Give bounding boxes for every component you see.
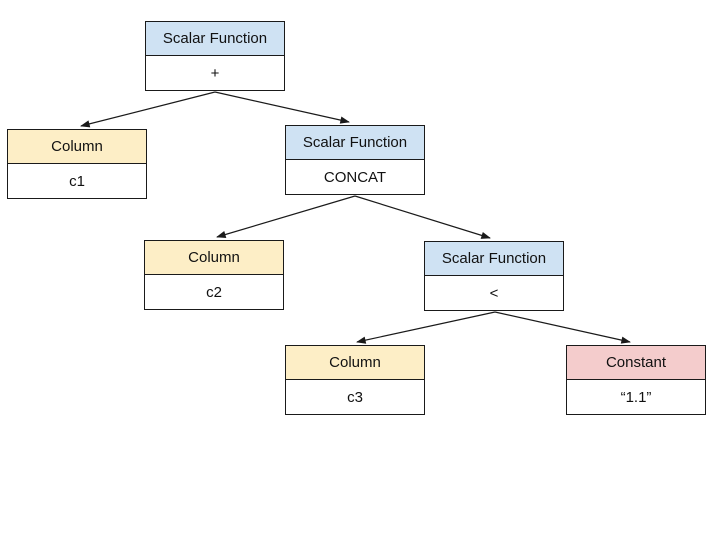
node-value: c1 [8,164,146,198]
node-type-label: Scalar Function [286,126,424,160]
node-value: “1.1” [567,380,705,414]
node-type-label: Column [145,241,283,275]
node-type-label: Scalar Function [425,242,563,276]
edge-plus-to-concat [214,91,350,124]
node-column-c3: Column c3 [285,345,425,415]
node-scalar-function-concat: Scalar Function CONCAT [285,125,425,195]
node-value: CONCAT [286,160,424,194]
node-scalar-function-plus: Scalar Function + [145,21,285,91]
node-value: < [425,276,563,310]
node-type-label: Constant [567,346,705,380]
node-value: c3 [286,380,424,414]
node-column-c2: Column c2 [144,240,284,310]
edge-concat-to-lessthan [354,195,491,239]
edge-lessthan-to-c3 [356,311,496,344]
node-column-c1: Column c1 [7,129,147,199]
node-value: c2 [145,275,283,309]
node-value: + [146,56,284,90]
node-type-label: Column [286,346,424,380]
node-constant-1-1: Constant “1.1” [566,345,706,415]
edge-lessthan-to-constant [494,311,631,344]
node-type-label: Scalar Function [146,22,284,56]
edge-plus-to-c1 [80,91,216,128]
edge-concat-to-c2 [216,195,356,239]
node-type-label: Column [8,130,146,164]
node-scalar-function-lessthan: Scalar Function < [424,241,564,311]
